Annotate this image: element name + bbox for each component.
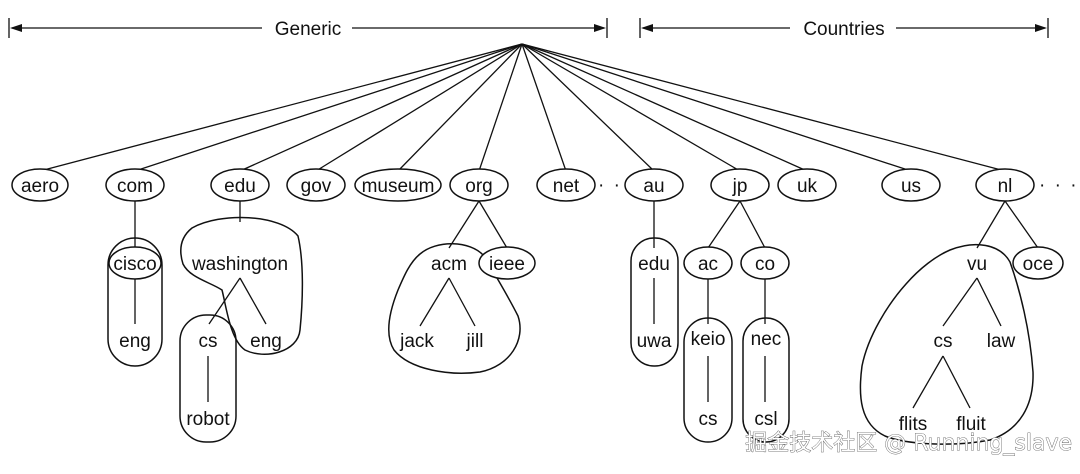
node-cisco: cisco [108,246,162,280]
countries-label: Countries [803,19,884,40]
zone-vu [859,243,1034,445]
zone-washington [180,216,304,355]
zone-au-edu [630,237,679,367]
zone-nec [742,317,790,443]
svg-text:uk: uk [797,176,818,197]
node-gov: gov [286,168,346,202]
zone-outlines [107,216,1034,445]
node-oce: oce [1012,246,1064,280]
svg-text:museum: museum [362,176,435,197]
node-us: us [881,168,941,202]
svg-text:ac: ac [698,254,718,275]
zone-washington-cs [179,314,237,443]
svg-text:edu: edu [224,176,256,197]
svg-text:gov: gov [301,176,332,197]
node-jack: jack [399,331,434,352]
node-keio: keio [691,329,726,350]
node-com: com [105,168,165,202]
node-uwa: uwa [637,331,672,352]
node-jill: jill [466,331,484,352]
svg-text:org: org [465,176,492,197]
node-washington: washington [191,254,288,275]
node-nl: nl [975,168,1035,202]
svg-text:com: com [117,176,153,197]
svg-text:co: co [755,254,775,275]
node-fluit: fluit [956,414,986,435]
node-au-edu: edu [638,254,670,275]
node-vu: vu [967,254,987,275]
ellipsis-countries: · · · [1039,175,1079,196]
svg-text:aero: aero [21,176,59,197]
node-washington-cs: cs [199,331,218,352]
zone-cisco [107,237,163,367]
svg-text:ieee: ieee [489,254,525,275]
node-washington-eng: eng [250,331,282,352]
svg-text:au: au [643,176,664,197]
top-level-nodes: aero com edu gov museum org net · · · [11,168,1079,202]
node-flits: flits [899,414,928,435]
node-nec: nec [751,329,782,350]
zone-keio [683,317,733,443]
node-ieee: ieee [478,246,536,280]
node-jp: jp [710,168,770,202]
node-aero: aero [11,168,69,202]
generic-header: Generic [8,18,608,40]
generic-label: Generic [275,19,342,40]
countries-header: Countries [639,18,1049,40]
node-edu: edu [210,168,270,202]
node-csl: csl [754,409,777,430]
svg-text:cisco: cisco [113,254,156,275]
svg-text:us: us [901,176,921,197]
node-law: law [987,331,1016,352]
node-au: au [624,168,684,202]
svg-text:nl: nl [998,176,1013,197]
node-co: co [740,246,790,280]
node-robot: robot [186,409,230,430]
node-keio-cs: cs [699,409,718,430]
node-net: net [536,168,596,202]
watermark: 掘金技术社区 @ Running_slave [745,431,1072,456]
node-acm: acm [431,254,467,275]
node-org: org [449,168,509,202]
subdomain-nodes: cisco eng washington cs eng robot acm ie… [108,246,1064,435]
svg-text:net: net [553,176,580,197]
node-museum: museum [354,168,442,202]
root-edges [39,43,1006,172]
svg-text:oce: oce [1023,254,1054,275]
node-uk: uk [777,168,837,202]
node-ac: ac [683,246,733,280]
node-vu-cs: cs [934,331,953,352]
svg-text:jp: jp [732,176,748,197]
node-cisco-eng: eng [119,331,151,352]
subtree-edges [134,200,1039,409]
